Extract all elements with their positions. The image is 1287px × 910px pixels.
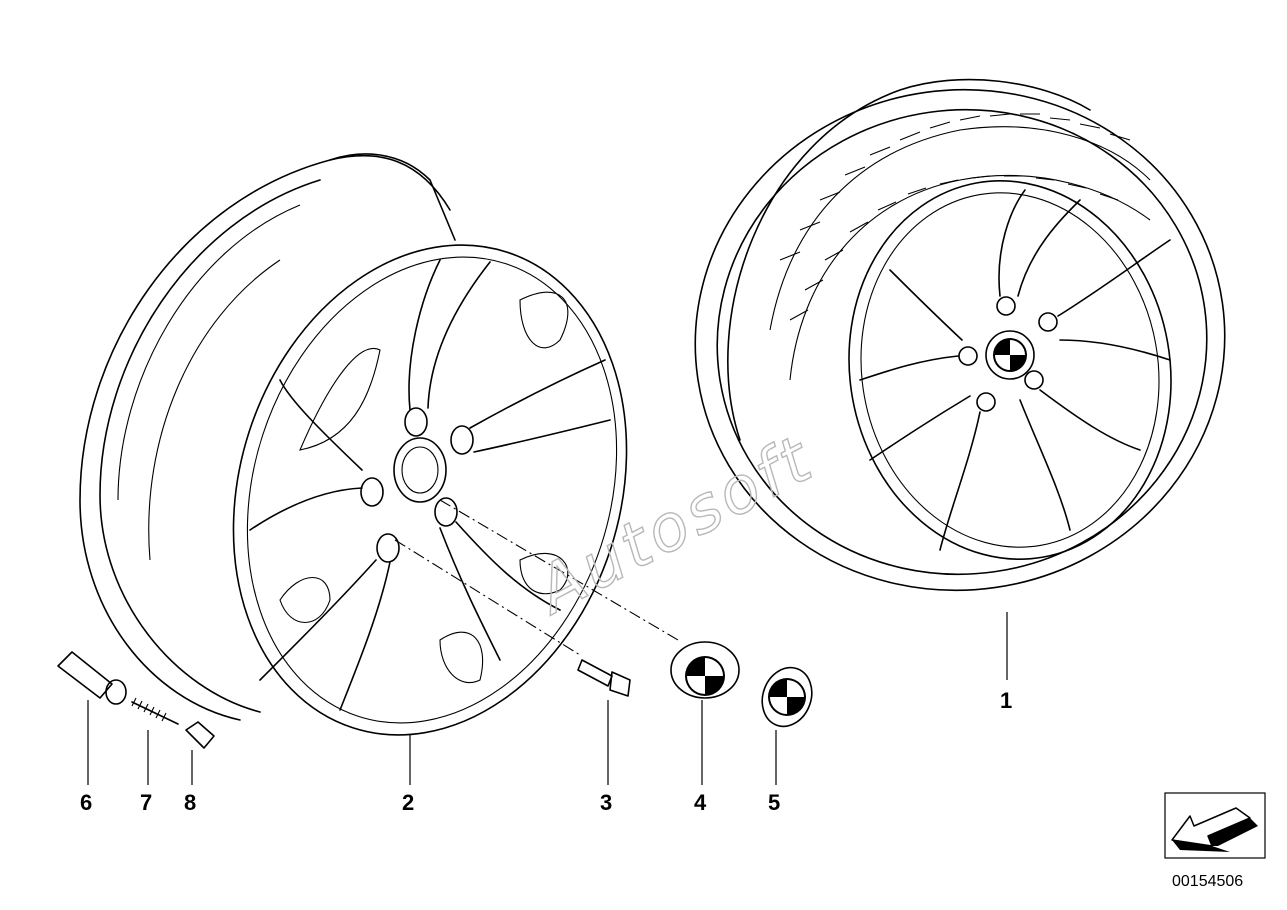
callout-3: 3	[600, 790, 612, 815]
complete-wheel-drawing	[694, 78, 1226, 592]
callout-6: 6	[80, 790, 92, 815]
leader-lines	[87, 612, 1008, 785]
watermark-text: Autosoft	[523, 422, 827, 630]
emblem-badge-drawing	[761, 666, 813, 728]
callout-2: 2	[402, 790, 414, 815]
callout-5: 5	[768, 790, 780, 815]
diagram-code: 00154506	[1172, 873, 1243, 890]
callout-1: 1	[1000, 688, 1012, 713]
callout-4: 4	[694, 790, 707, 815]
alloy-rim-drawing	[79, 153, 628, 736]
hub-cap-drawing	[670, 641, 740, 699]
callout-7: 7	[140, 790, 152, 815]
valve-drawing	[57, 651, 127, 705]
valve-cap-drawing	[185, 721, 215, 749]
valve-insert-drawing	[131, 697, 179, 725]
arrow-back-icon[interactable]	[1164, 792, 1266, 859]
assembly-lines	[394, 499, 679, 656]
wheel-bolt-drawing	[577, 659, 631, 697]
callout-8: 8	[184, 790, 196, 815]
